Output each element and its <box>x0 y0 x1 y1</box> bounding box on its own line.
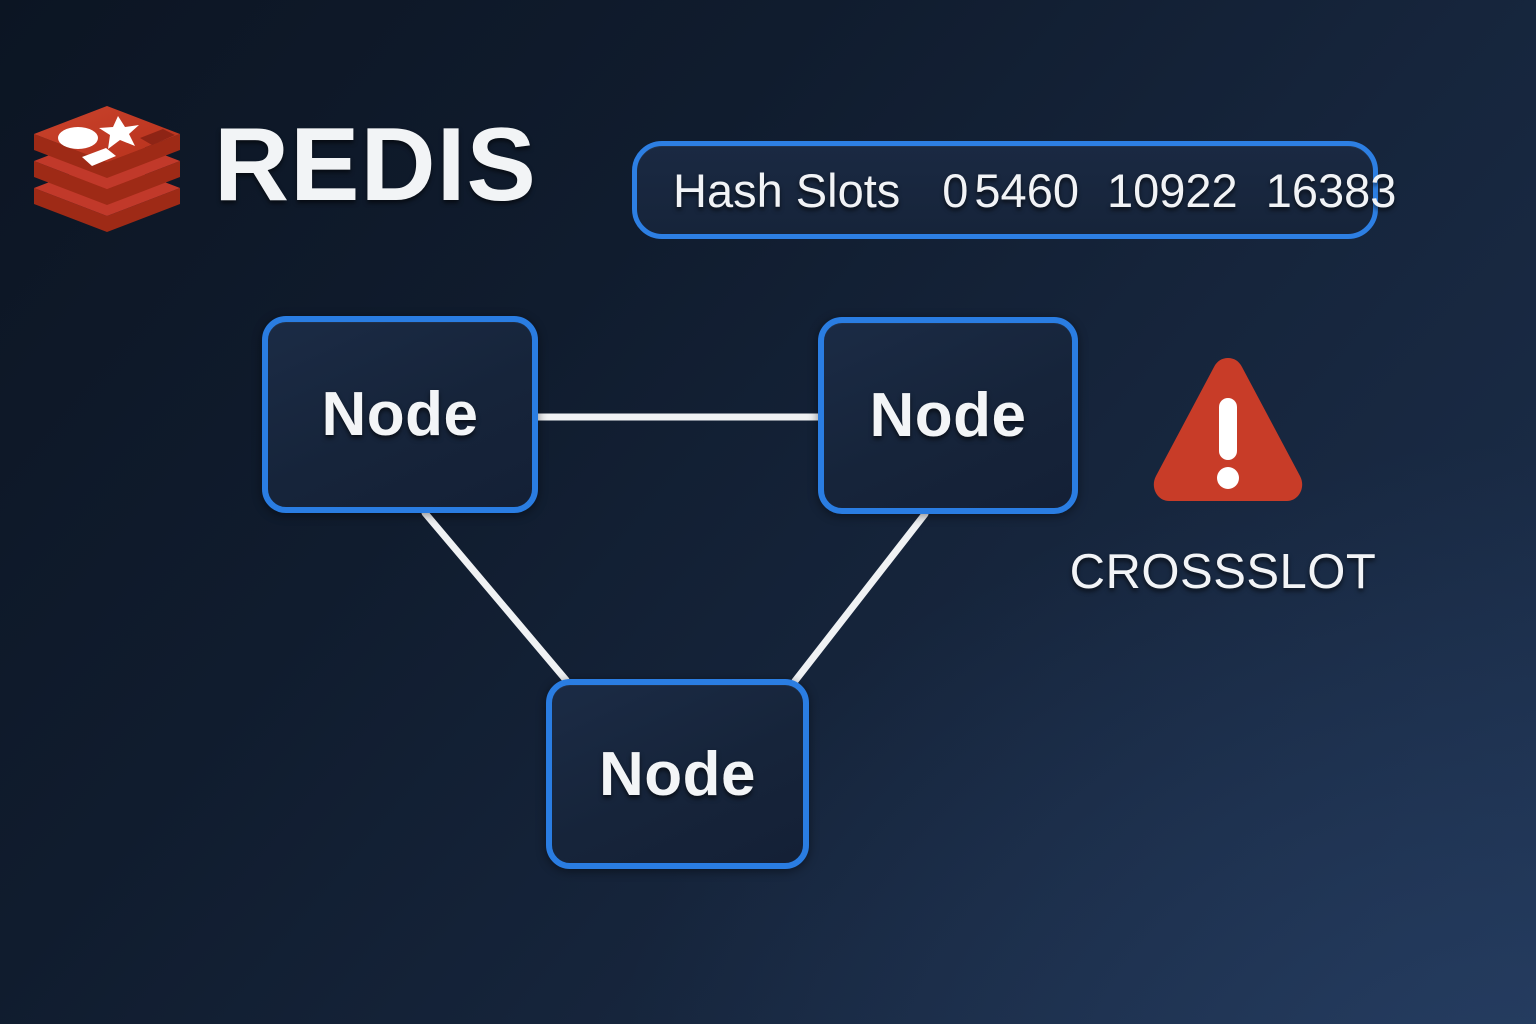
node-label: Node <box>321 380 479 449</box>
edge-right-bottom <box>791 510 929 685</box>
redis-stack-logo-icon <box>22 104 192 239</box>
hash-slots-label: Hash Slots <box>673 163 901 217</box>
hash-slots-banner: Hash Slots 0 5460 10922 16383 <box>632 141 1396 239</box>
cluster-node-bottom[interactable]: Node <box>546 679 809 869</box>
hash-slot-range-1: 0 5460 <box>942 163 1079 218</box>
cluster-node-left[interactable]: Node <box>262 316 538 513</box>
edge-left-bottom <box>421 509 570 684</box>
node-label: Node <box>869 381 1027 450</box>
brand-wordmark: REDIS <box>214 107 537 223</box>
cluster-node-right[interactable]: Node <box>818 317 1078 514</box>
crossslot-error-label: CROSSSLOT <box>1069 545 1377 599</box>
node-label: Node <box>599 739 756 809</box>
hash-slot-value-0: 0 <box>942 163 969 217</box>
hash-slot-values: 0 5460 10922 16383 <box>942 163 1396 218</box>
hash-slot-value-10922: 10922 <box>1106 163 1238 217</box>
hash-slot-value-16383: 16383 <box>1265 163 1397 217</box>
redis-brand: REDIS <box>22 104 536 239</box>
hash-slot-value-5460: 5460 <box>974 163 1079 217</box>
warning-triangle-icon <box>1148 354 1308 506</box>
